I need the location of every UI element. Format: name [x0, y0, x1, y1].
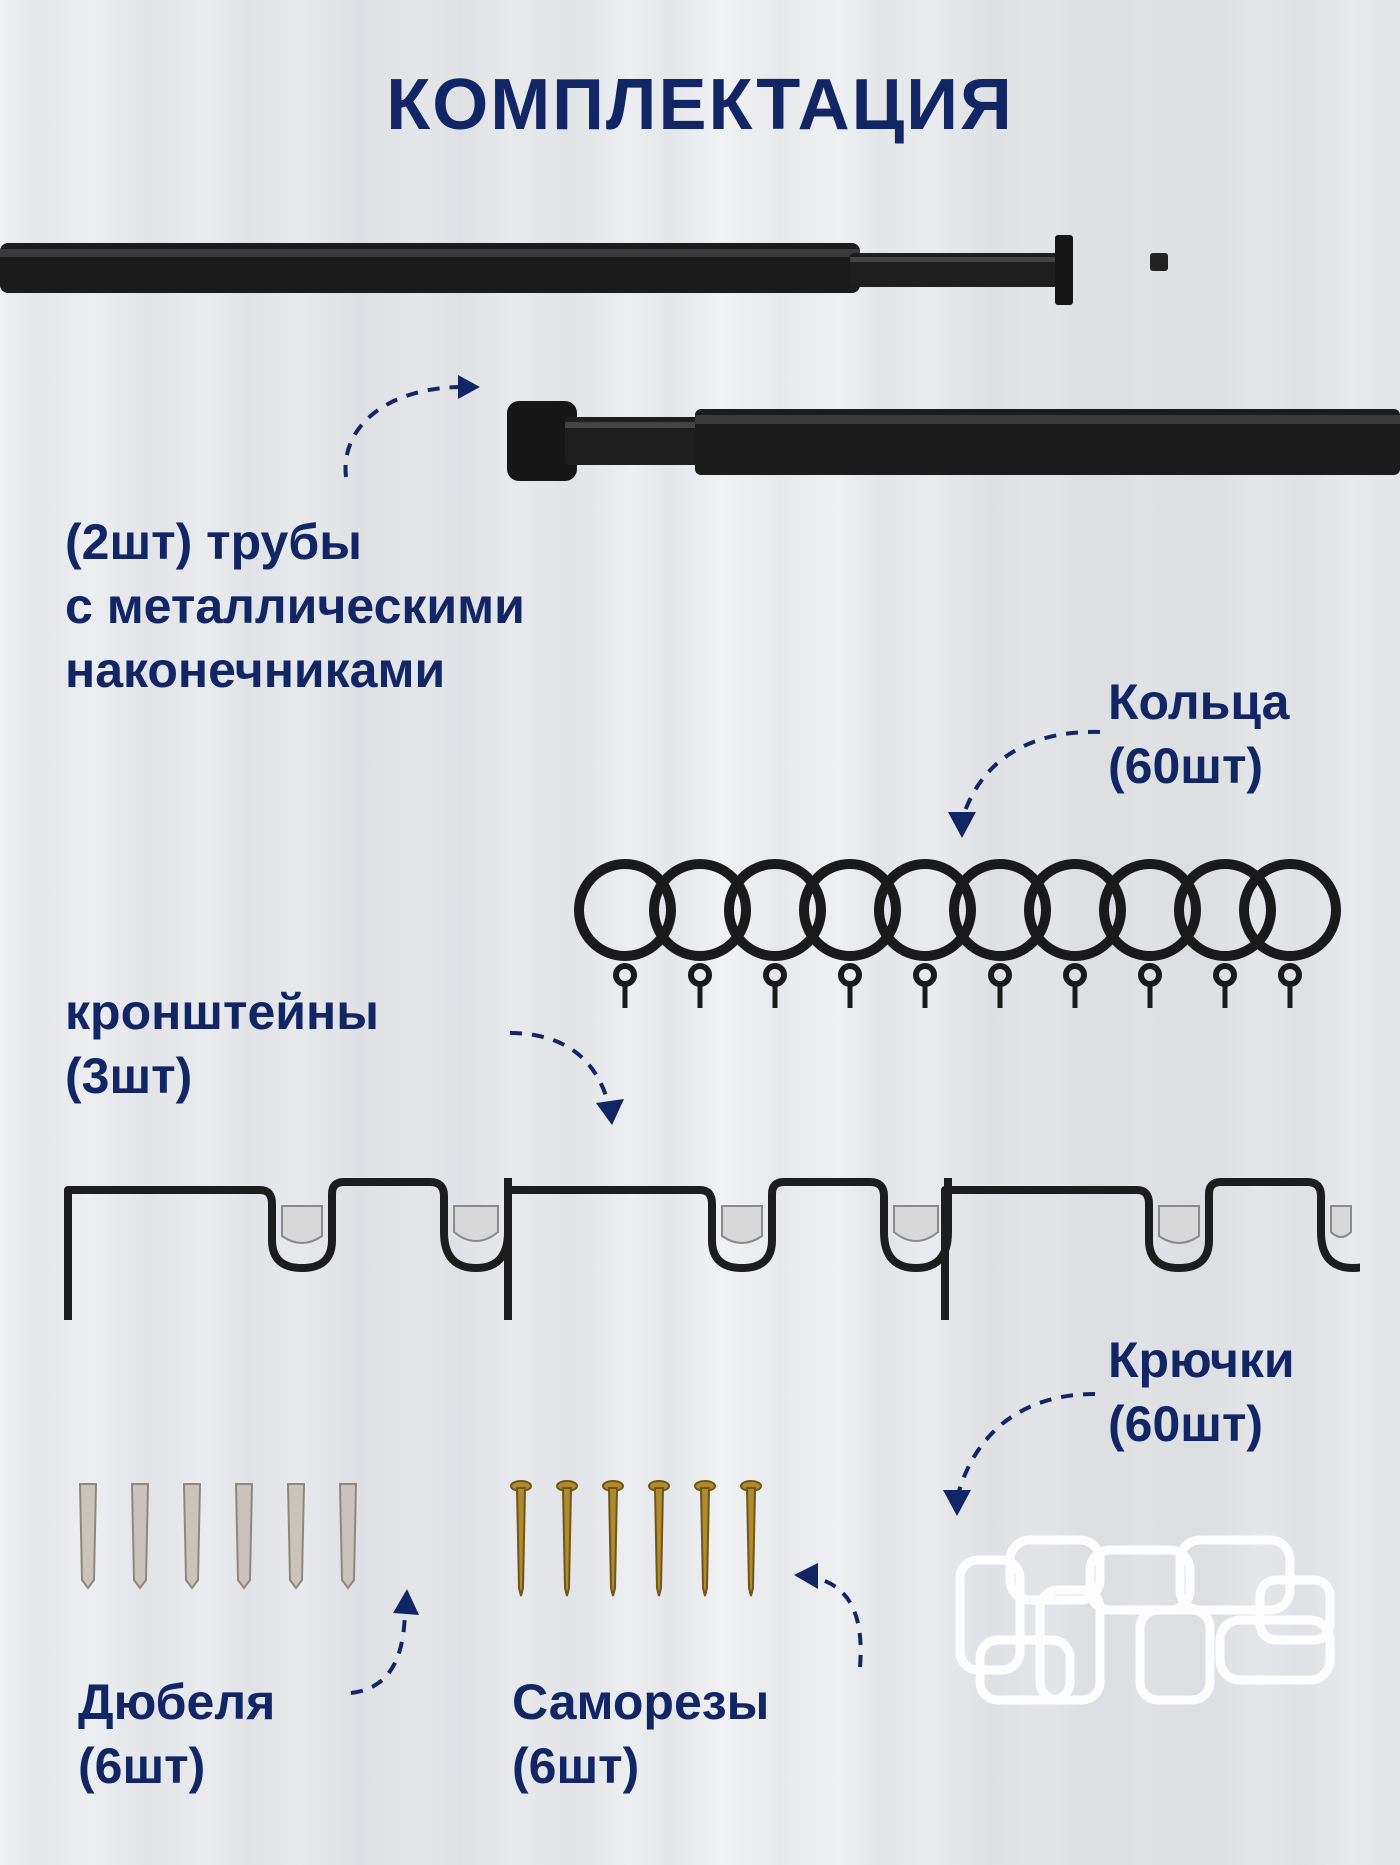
page-title: КОМПЛЕКТАЦИЯ: [386, 65, 1014, 145]
label-screws-line2: (6шт): [512, 1738, 640, 1794]
label-hooks-line2: (60шт): [1108, 1396, 1264, 1452]
label-rings: Кольца (60шт): [1108, 670, 1289, 798]
label-brackets-line1: кронштейны: [65, 984, 379, 1040]
arrow-pipes-icon: [343, 375, 480, 478]
pipe-upper-image: [0, 235, 1168, 305]
label-rings-line1: Кольца: [1108, 674, 1290, 730]
label-pipes: (2шт) трубы с металлическими наконечника…: [65, 510, 525, 702]
label-screws-line1: Саморезы: [512, 1674, 770, 1730]
label-dowels-line1: Дюбеля: [78, 1674, 276, 1730]
rings-image: [574, 859, 1341, 1008]
hooks-image: [955, 1535, 1335, 1705]
label-pipes-line3: наконечниками: [65, 642, 446, 698]
arrow-dowels-icon: [350, 1589, 419, 1695]
label-dowels-line2: (6шт): [78, 1738, 206, 1794]
brackets-image: [64, 1170, 1360, 1330]
arrow-brackets-icon: [509, 1031, 624, 1125]
arrow-screws-icon: [794, 1563, 863, 1668]
arrow-rings-icon: [948, 729, 1101, 838]
label-brackets-line2: (3шт): [65, 1048, 193, 1104]
label-pipes-line1: (2шт) трубы: [65, 514, 362, 570]
label-screws: Саморезы (6шт): [512, 1670, 769, 1798]
label-hooks: Крючки (60шт): [1108, 1328, 1295, 1456]
label-rings-line2: (60шт): [1108, 738, 1264, 794]
screws-image: [510, 1480, 762, 1597]
pipe-lower-image: [507, 401, 1400, 481]
label-brackets: кронштейны (3шт): [65, 980, 379, 1108]
label-hooks-line1: Крючки: [1108, 1332, 1295, 1388]
label-dowels: Дюбеля (6шт): [78, 1670, 275, 1798]
arrow-hooks-icon: [943, 1392, 1096, 1516]
label-pipes-line2: с металлическими: [65, 578, 525, 634]
dowels-image: [78, 1483, 358, 1590]
